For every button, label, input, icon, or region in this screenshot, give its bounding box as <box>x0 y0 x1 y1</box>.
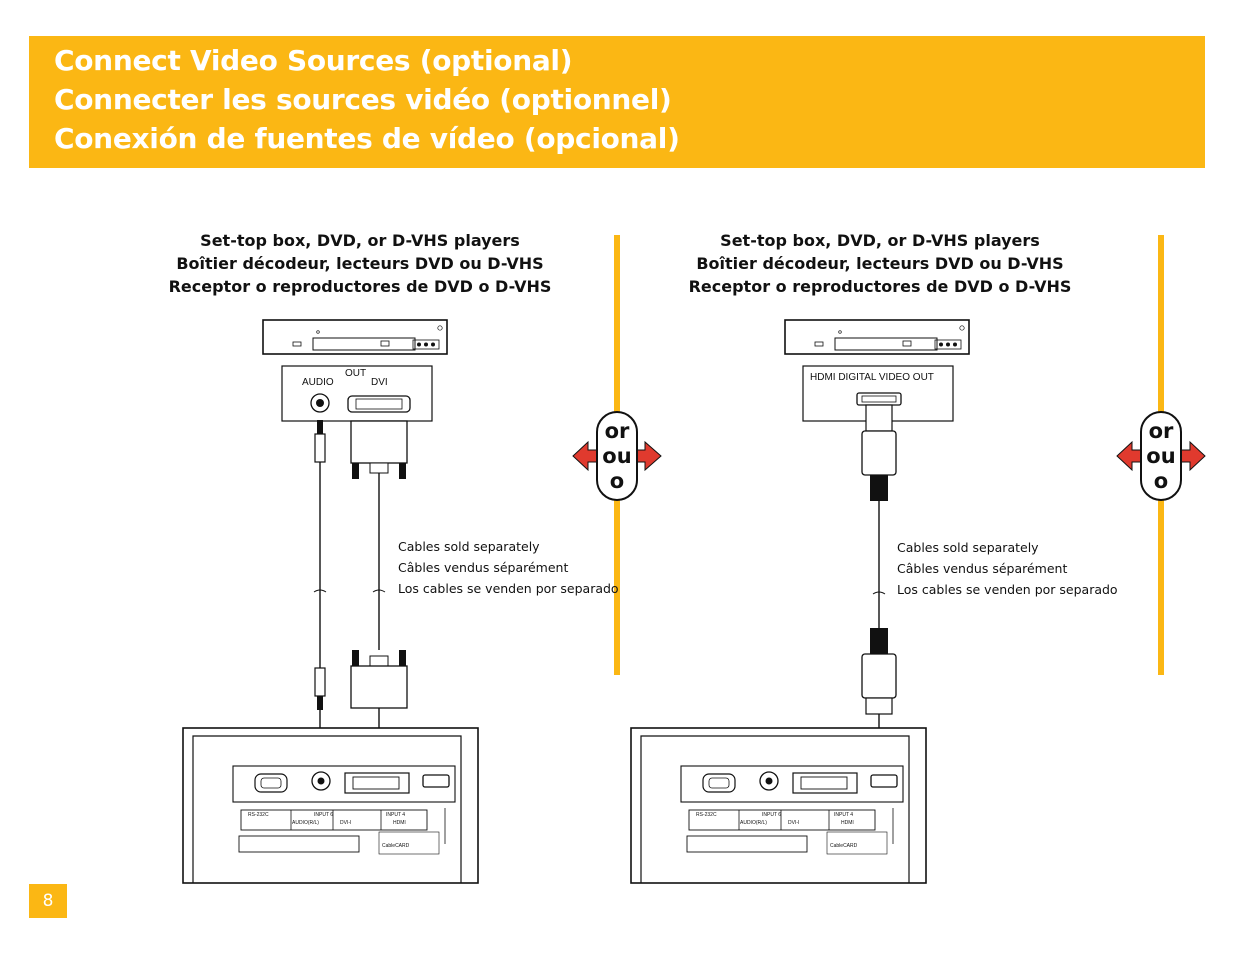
right-tv-dvi-label: DVI-I <box>788 820 800 826</box>
left-audio-plug-bottom <box>314 667 326 697</box>
left-audio-label: AUDIO <box>302 377 334 388</box>
page-number: 8 <box>29 884 67 918</box>
left-cables-note: Cables sold separately Câbles vendus sép… <box>398 539 619 596</box>
header-banner: Connect Video Sources (optional) Connect… <box>29 36 1205 168</box>
right-hdmi-plug-bottom <box>861 653 897 699</box>
right-title-en: Set-top box, DVD, or D-VHS players <box>720 231 1040 250</box>
left-dvi-label: DVI <box>371 377 388 388</box>
left-title-fr: Boîtier décodeur, lecteurs DVD ou D-VHS <box>176 254 544 273</box>
left-tv-input4-label: INPUT 4 <box>386 812 406 818</box>
title-english: Connect Video Sources (optional) <box>54 44 573 77</box>
left-tv-rs232-label: RS-232C <box>248 812 269 818</box>
left-tv-input6-label: INPUT 6 <box>314 812 334 818</box>
right-tv-rs232-label: RS-232C <box>696 812 717 818</box>
title-spanish: Conexión de fuentes de vídeo (opcional) <box>54 122 680 155</box>
right-tv-input4-label: INPUT 4 <box>834 812 854 818</box>
right-tv-audio-label: AUDIO(R/L) <box>740 820 767 826</box>
right-tv-hdmi-label: HDMI <box>841 820 854 826</box>
right-title-fr: Boîtier décodeur, lecteurs DVD ou D-VHS <box>696 254 1064 273</box>
title-french: Connecter les sources vidéo (optionnel) <box>54 83 672 116</box>
left-dvi-plug-top <box>350 420 408 464</box>
left-title-en: Set-top box, DVD, or D-VHS players <box>200 231 520 250</box>
left-title-es: Receptor o reproductores de DVD o D-VHS <box>168 277 552 296</box>
left-audio-plug-top <box>314 433 326 463</box>
right-tv-input6-label: INPUT 6 <box>762 812 782 818</box>
left-tv-dvi-label: DVI-I <box>340 820 352 826</box>
left-tv-audio-label: AUDIO(R/L) <box>292 820 319 826</box>
left-dvi-port <box>347 395 411 413</box>
left-tv-cablecard-label: CableCARD <box>382 843 410 849</box>
left-tv-back-panel <box>182 727 479 884</box>
left-settop-box <box>262 319 448 355</box>
right-tv-back-panel <box>630 727 927 884</box>
right-hdmi-label: HDMI DIGITAL VIDEO OUT <box>810 372 934 383</box>
left-source-title: Set-top box, DVD, or D-VHS players Boîti… <box>150 229 570 298</box>
right-settop-box <box>784 319 970 355</box>
right-hdmi-port <box>856 392 902 406</box>
left-out-label: OUT <box>345 368 367 379</box>
right-cables-note: Cables sold separately Câbles vendus sép… <box>897 540 1118 597</box>
right-tv-cablecard-label: CableCARD <box>830 843 858 849</box>
left-dvi-plug-bottom <box>350 665 408 709</box>
right-source-title: Set-top box, DVD, or D-VHS players Boîti… <box>670 229 1090 298</box>
or-badge-left: or ou o <box>596 411 638 501</box>
left-tv-hdmi-label: HDMI <box>393 820 406 826</box>
or-badge-right: or ou o <box>1140 411 1182 501</box>
right-title-es: Receptor o reproductores de DVD o D-VHS <box>688 277 1072 296</box>
right-hdmi-plug-top <box>865 404 893 432</box>
